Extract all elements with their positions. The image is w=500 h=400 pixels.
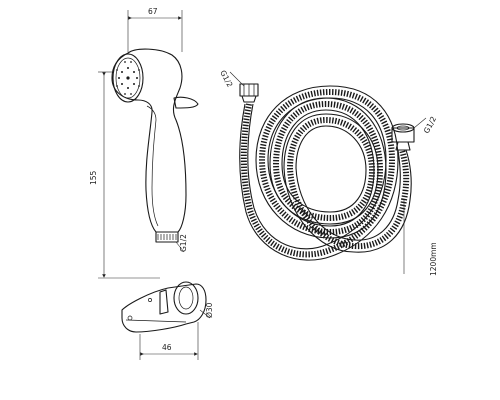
label-width-67: 67: [148, 7, 158, 16]
hose-thread-callout-right: G1/2: [413, 115, 438, 135]
wall-holder-bracket-icon: [121, 281, 207, 333]
dimension-height-155: 155: [89, 71, 160, 279]
dimension-width-67: 67: [127, 7, 183, 52]
label-holder-width: 46: [162, 343, 172, 352]
hand-shower-sprayer-icon: [111, 48, 199, 243]
dimension-holder: 46 Ø30: [139, 302, 214, 360]
label-thread-hose-top: G1/2: [218, 69, 234, 89]
label-thread-sprayer: G1/2: [179, 234, 188, 252]
label-hose-length: 1200mm: [429, 242, 438, 276]
flexible-hose-icon: [239, 83, 415, 261]
label-height-155: 155: [89, 170, 98, 185]
label-thread-hose-right: G1/2: [422, 115, 438, 135]
sprayer-thread-callout: G1/2: [175, 234, 188, 253]
hose-length-callout: 1200mm: [403, 200, 438, 276]
label-holder-dia: Ø30: [205, 302, 214, 318]
